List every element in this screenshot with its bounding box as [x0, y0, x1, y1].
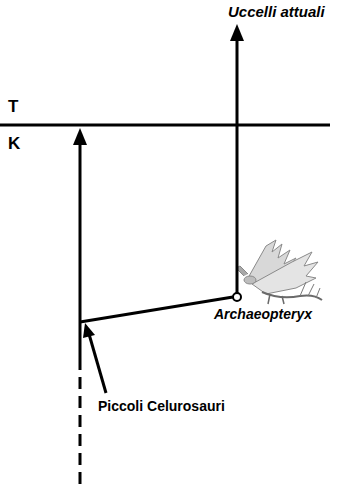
taxon-label: Piccoli Celurosauri	[98, 398, 225, 414]
taxon-label: Archaeopteryx	[214, 306, 312, 322]
lineage-label: Uccelli attuali	[228, 3, 325, 20]
period-label: K	[8, 134, 20, 154]
archaeopteryx-illustration	[236, 240, 322, 304]
period-label: T	[8, 97, 18, 117]
